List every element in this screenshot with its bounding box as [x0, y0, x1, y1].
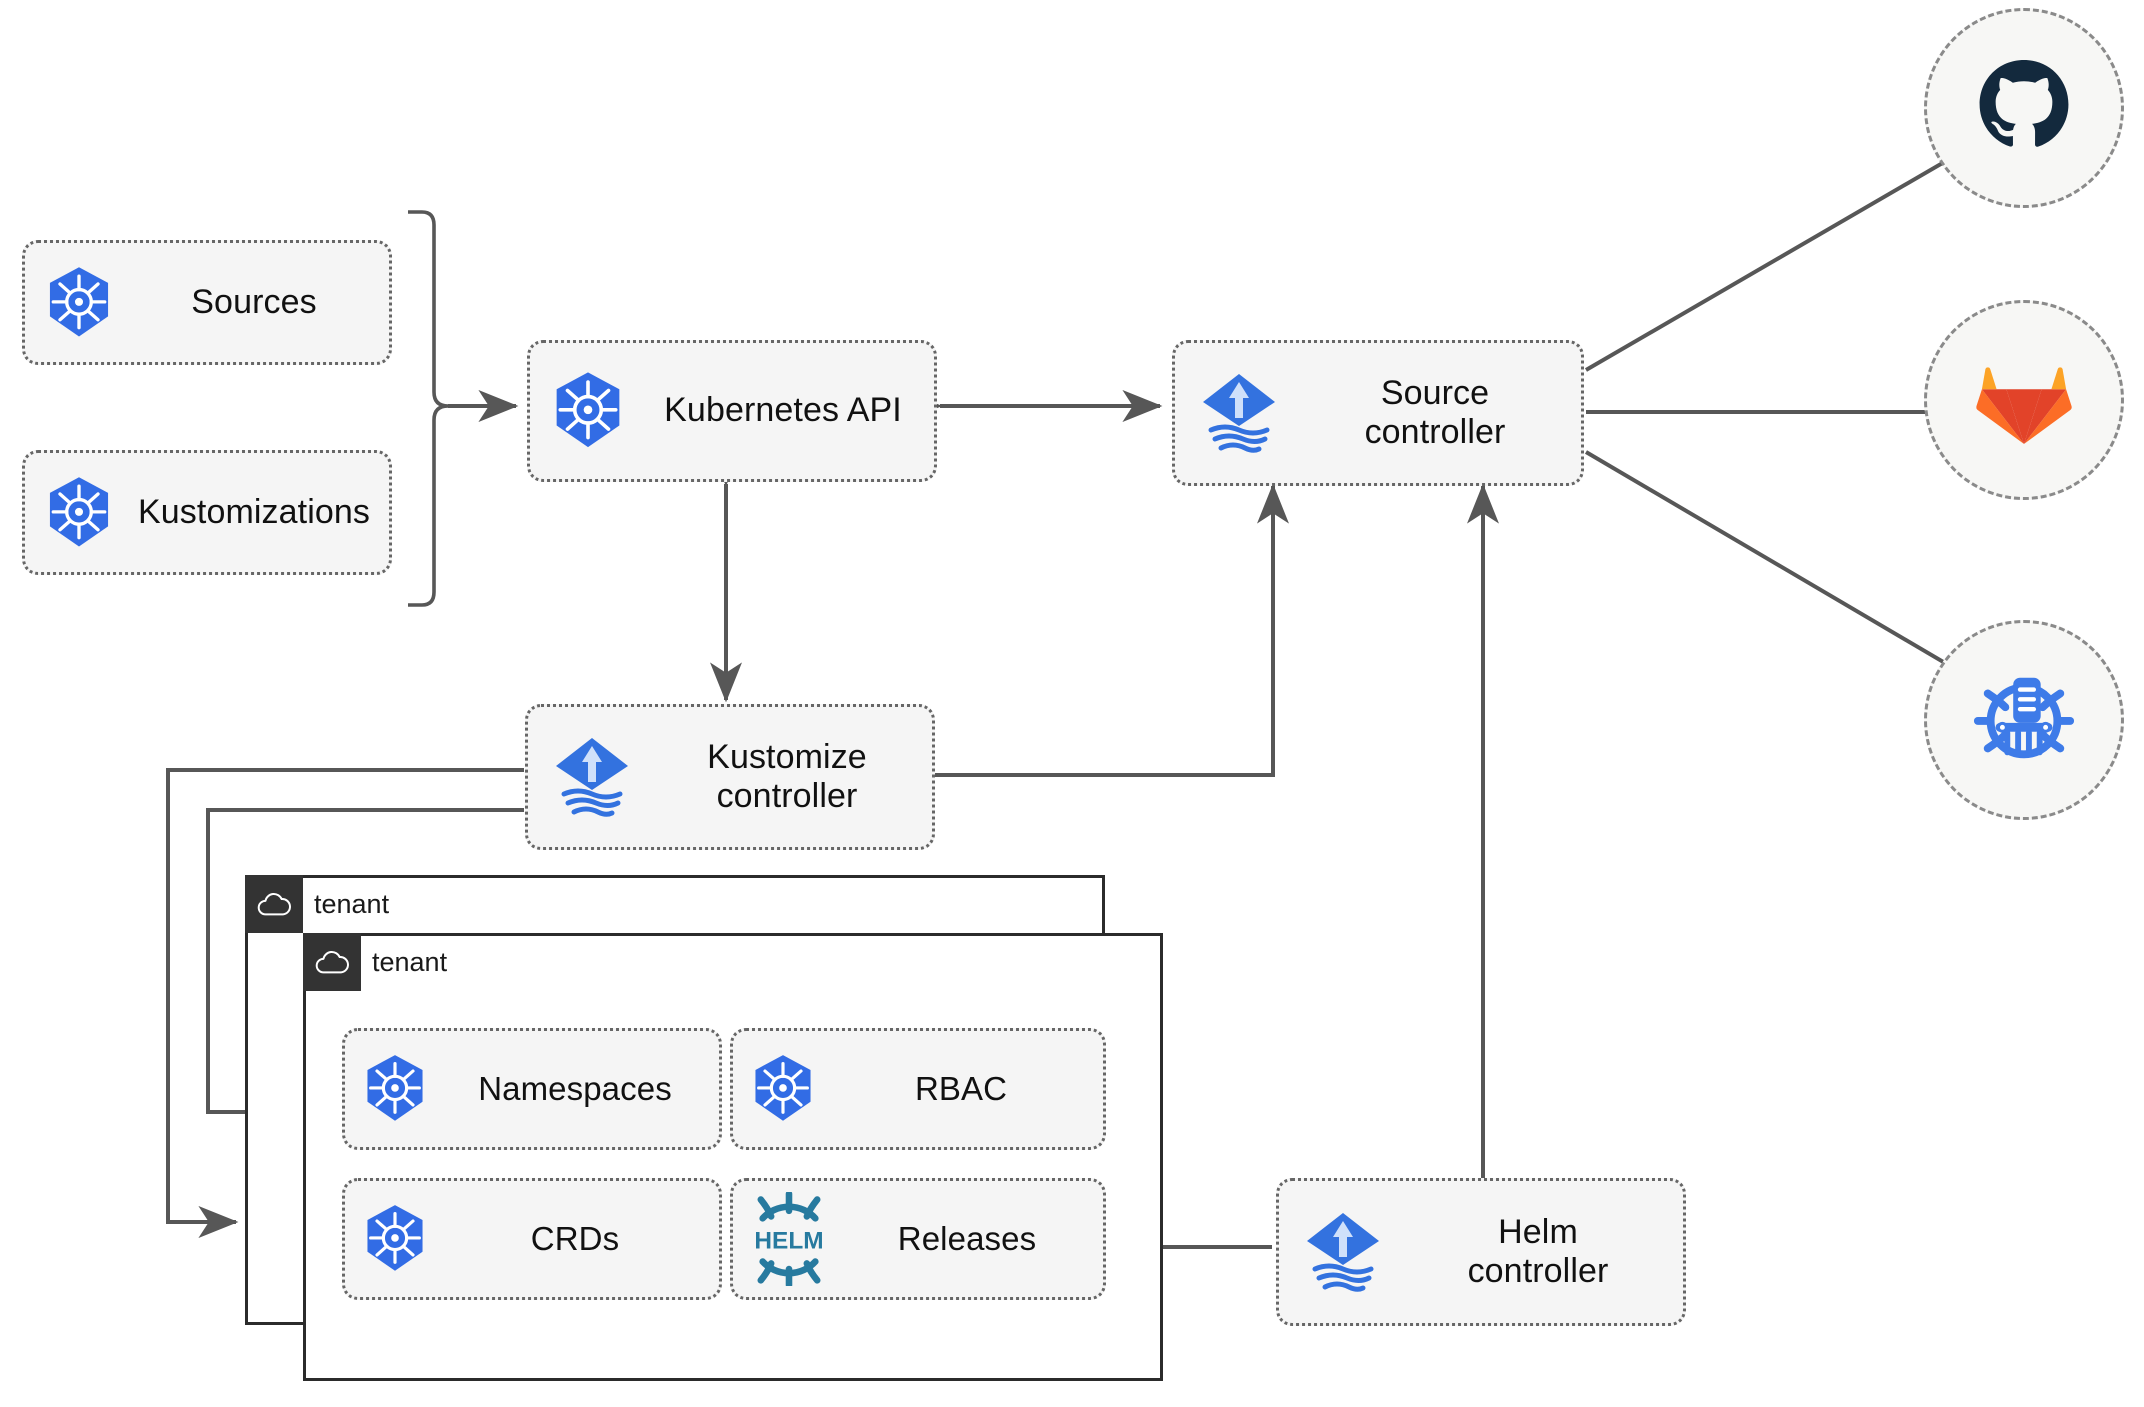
tenant-resource-label: Namespaces: [478, 1070, 672, 1108]
component-helm-controller[interactable]: Helm controller: [1276, 1178, 1686, 1326]
flux-icon: [528, 732, 656, 822]
provider-gitlab[interactable]: [1924, 300, 2124, 500]
flux-icon: [1279, 1207, 1407, 1297]
helm-wordmark: HELM: [754, 1227, 823, 1254]
tenant-label: tenant: [372, 946, 448, 977]
tenant-resource-releases[interactable]: HELM Releases: [730, 1178, 1106, 1300]
tenant-resource-label: RBAC: [914, 1070, 1008, 1108]
gitlab-icon: [1975, 352, 2073, 449]
tenant-resource-crds[interactable]: CRDs: [342, 1178, 722, 1300]
tenant-box-inner[interactable]: tenant: [303, 933, 1163, 1381]
component-label: Helm controller: [1467, 1212, 1609, 1290]
kubernetes-icon: [25, 475, 133, 551]
tenant-resource-label: CRDs: [530, 1220, 620, 1258]
component-label: Kubernetes API: [664, 391, 902, 430]
kubernetes-icon: [530, 370, 646, 452]
component-label: Source controller: [1364, 373, 1506, 451]
component-kustomize-controller[interactable]: Kustomize controller: [525, 704, 935, 850]
helm-icon: HELM: [733, 1192, 845, 1286]
provider-helm-repository[interactable]: [1924, 620, 2124, 820]
tenant-label: tenant: [314, 888, 390, 919]
resource-label: Kustomizations: [138, 492, 370, 531]
kubernetes-icon: [733, 1053, 833, 1125]
provider-github[interactable]: [1924, 8, 2124, 208]
component-label: Kustomize controller: [707, 737, 867, 815]
kubernetes-icon: [345, 1203, 445, 1275]
tenant-resource-rbac[interactable]: RBAC: [730, 1028, 1106, 1150]
tenant-resource-namespaces[interactable]: Namespaces: [342, 1028, 722, 1150]
component-source-controller[interactable]: Source controller: [1172, 340, 1584, 486]
cloud-icon: [245, 875, 303, 933]
kubernetes-icon: [345, 1053, 445, 1125]
resource-card-kustomizations[interactable]: Kustomizations: [22, 450, 392, 575]
flux-icon: [1175, 368, 1303, 458]
tenant-resource-label: Releases: [897, 1220, 1037, 1258]
helm-repo-icon: [1970, 664, 2078, 777]
kubernetes-icon: [25, 265, 133, 341]
github-icon: [1976, 58, 2072, 159]
component-kubernetes-api[interactable]: Kubernetes API: [527, 340, 937, 482]
resource-label: Sources: [191, 282, 317, 321]
cloud-icon: [303, 933, 361, 991]
resource-card-sources[interactable]: Sources: [22, 240, 392, 365]
